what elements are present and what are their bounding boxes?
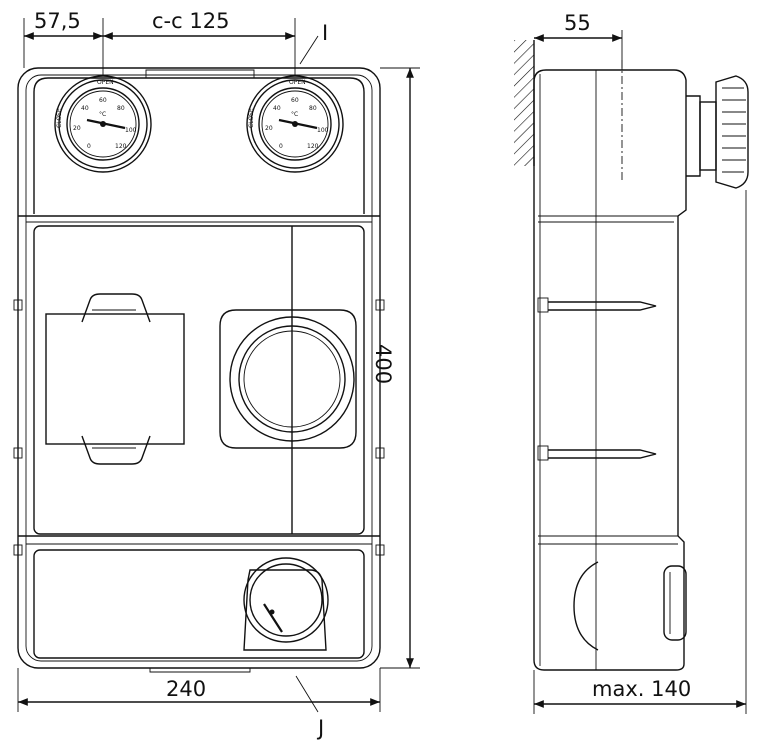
gauge-tick: 120 [307,143,319,150]
gauge-tick: 120 [115,143,127,150]
gauge-tick: 0 [279,143,283,150]
middle-panel [33,225,365,535]
gauge-tick: 40 [273,105,281,112]
gauge-tick: 0 [87,143,91,150]
left-thermometer: 40 80 100 20 0 120 60 °C OPEN CLOSE [54,75,152,173]
side-housing [533,69,687,671]
dimension-max-depth: max. 140 [592,677,691,701]
housing-outline [17,67,381,669]
valve-knob [243,557,329,651]
inspection-window [45,313,185,445]
gauge-tick: 20 [265,125,273,132]
gauge-tick: 80 [309,105,317,112]
gauge-unit: °C [99,111,106,118]
gauge-open-label: OPEN [97,79,114,86]
dimension-center-distance: c-c 125 [152,9,229,33]
mounting-pin-top [537,297,657,313]
right-thermometer: 40 80 100 20 0 120 60 °C OPEN CLOSE [246,75,344,173]
wall-hatch [514,40,534,166]
side-view: 55 max. 140 [514,11,749,714]
gauge-tick: 40 [81,105,89,112]
label-top-connection: I [322,21,328,45]
dimension-left-offset: 57,5 [34,9,81,33]
dimension-wall-depth: 55 [564,11,591,35]
gauge-tick: 80 [117,105,125,112]
front-view: 40 80 100 20 0 120 60 °C OPEN CLOSE 40 8… [13,9,420,740]
gauge-tick: 20 [73,125,81,132]
gauge-close-label: CLOSE [56,108,63,128]
window-handle-bottom [81,435,151,465]
gauge-unit: °C [291,111,298,118]
top-cover-notch [145,69,255,78]
pump-port-nut [219,309,357,449]
side-valve-body [573,561,599,651]
gauge-tick: 60 [291,97,299,104]
gauge-open-label: OPEN [289,79,306,86]
gauge-tick: 60 [99,97,107,104]
gauge-tick: 100 [125,127,137,134]
gauge-tick: 100 [317,127,329,134]
side-gauge-knob [686,75,749,189]
housing-inner-outline [25,74,373,662]
mounting-pin-bottom [537,445,657,461]
pump-port [229,316,355,442]
label-bottom-connection: J [316,716,324,740]
window-handle-top [81,293,151,323]
dimension-height: 400 [371,344,395,384]
top-cover [33,77,365,214]
gauge-close-label: CLOSE [248,108,255,128]
dimension-width: 240 [166,677,206,701]
bottom-panel [33,549,365,659]
